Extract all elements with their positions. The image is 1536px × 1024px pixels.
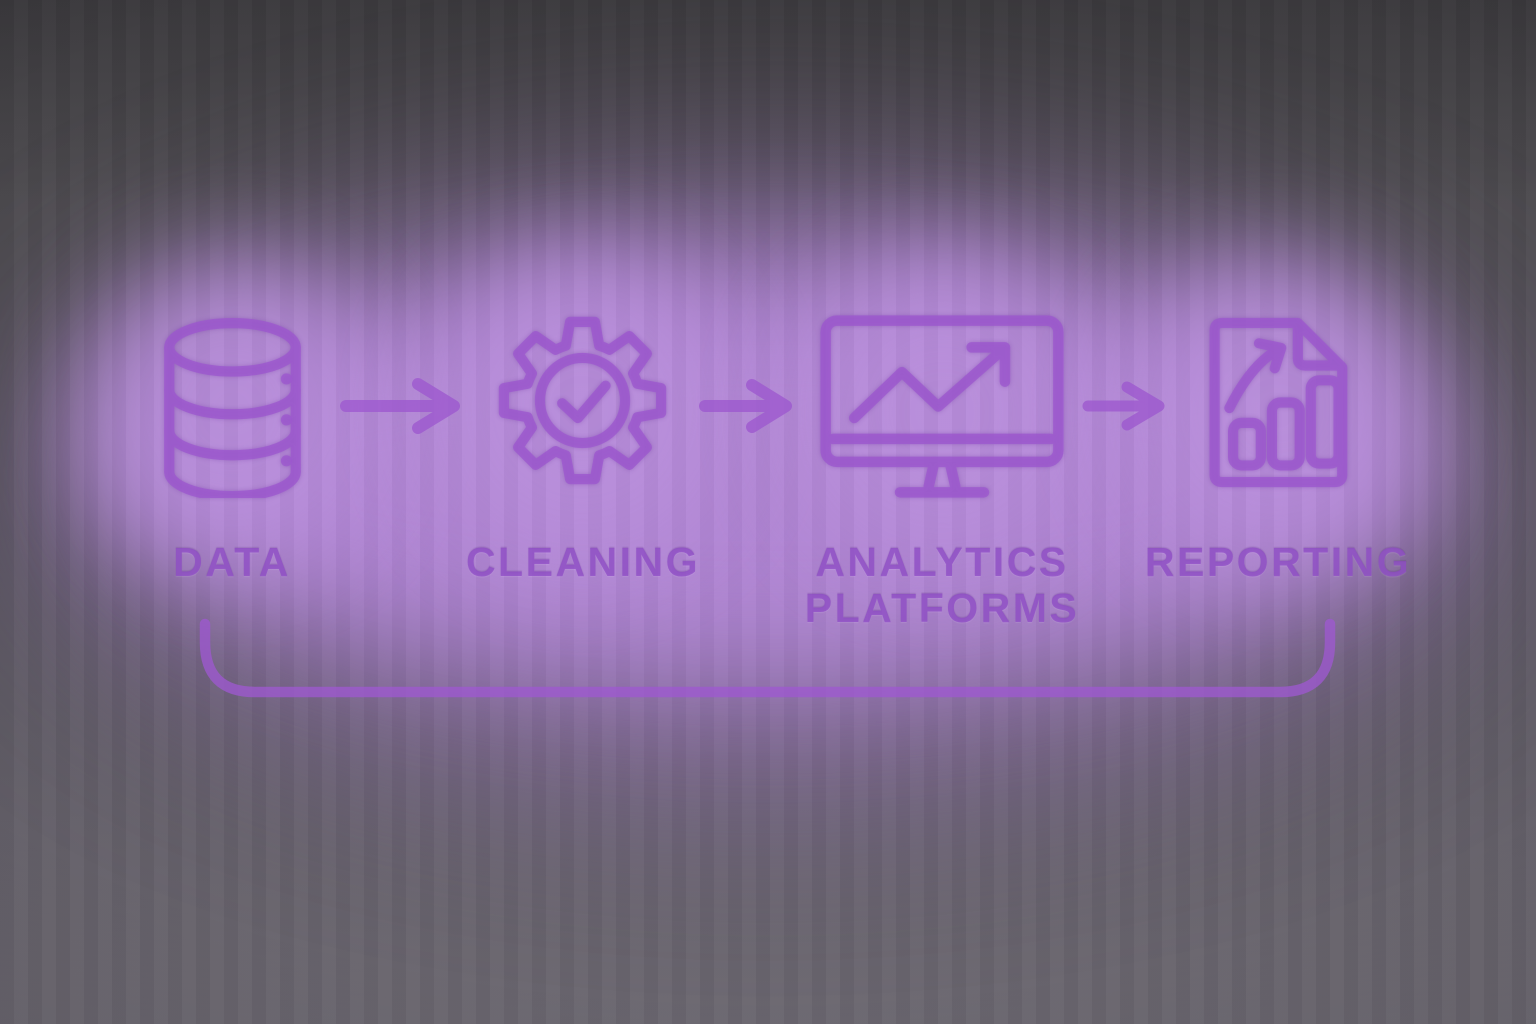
gear-check-icon: [498, 316, 667, 485]
step-label-reporting: REPORTING: [1144, 539, 1412, 585]
database-icon: [164, 318, 301, 498]
monitor-chart-icon: [820, 315, 1064, 498]
document-chart-icon: [1209, 317, 1348, 488]
step-label-analytics-platforms: ANALYTICS PLATFORMS: [804, 539, 1080, 631]
step-label-cleaning: CLEANING: [465, 539, 701, 585]
step-label-data: DATA: [173, 539, 291, 585]
arrow-right-icon: [1082, 381, 1165, 431]
arrow-right-icon: [340, 378, 460, 434]
arrow-right-icon: [699, 379, 792, 433]
